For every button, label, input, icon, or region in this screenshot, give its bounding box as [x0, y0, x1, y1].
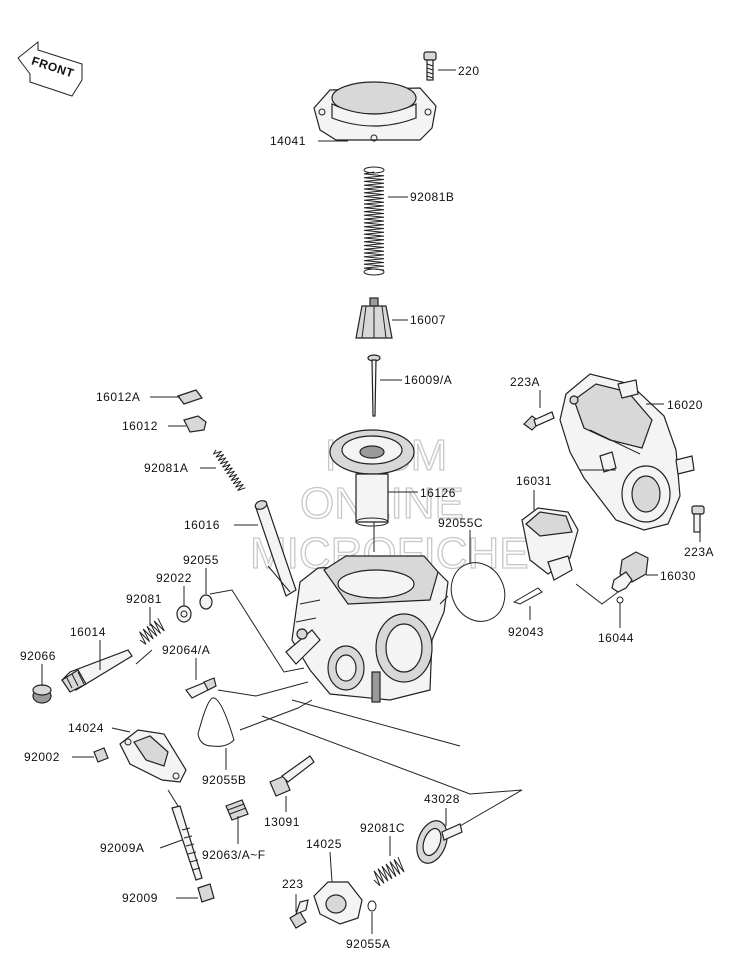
- front-arrow-label: FRONT: [30, 54, 76, 81]
- callout-92081A: 92081A: [144, 461, 188, 475]
- part-92002-screw: [93, 747, 109, 763]
- callout-92081B: 92081B: [410, 190, 454, 204]
- part-43028-diaphragm: [416, 820, 463, 864]
- part-92081C-spring: [373, 856, 405, 887]
- part-16012A-pin: [177, 389, 203, 405]
- callout-43028: 43028: [424, 792, 460, 806]
- part-92055A-oring: [367, 900, 377, 912]
- part-92055B-gasket: [197, 697, 235, 747]
- part-223A-screw-right: [691, 505, 705, 533]
- callout-labels: 220 14041 92081B 16007 16009/A 223A 1602…: [20, 64, 714, 951]
- callout-223: 223: [282, 877, 304, 891]
- callout-92063AF: 92063/A~F: [202, 848, 266, 862]
- part-92009A-needle: [171, 805, 203, 881]
- part-92066-cap: [32, 684, 52, 704]
- callout-16014: 16014: [70, 625, 106, 639]
- callout-16031: 16031: [516, 474, 552, 488]
- callout-223A-top: 223A: [510, 375, 540, 389]
- part-92081B-spring: [363, 166, 385, 276]
- callout-16007: 16007: [410, 313, 446, 327]
- part-16044-clip: [611, 571, 633, 604]
- front-arrow-icon: FRONT: [17, 40, 83, 97]
- callout-92066: 92066: [20, 649, 56, 663]
- callout-92081C: 92081C: [360, 821, 405, 835]
- callout-16126: 16126: [420, 486, 456, 500]
- callout-220: 220: [458, 64, 480, 78]
- leader-lines: [41, 69, 701, 934]
- part-92063AF-jet: [225, 799, 249, 821]
- callout-16012: 16012: [122, 419, 158, 433]
- callout-16016: 16016: [184, 518, 220, 532]
- callout-16009A: 16009/A: [404, 373, 452, 387]
- part-92009-screw: [197, 883, 215, 903]
- part-92081A-spring: [212, 449, 246, 491]
- callout-92043: 92043: [508, 625, 544, 639]
- part-14024-float-bowl-plate: [119, 729, 187, 783]
- part-92081-spring: [139, 618, 165, 645]
- callout-92081: 92081: [126, 592, 162, 606]
- callout-16044: 16044: [598, 631, 634, 645]
- part-92055C-oring: [450, 562, 506, 622]
- part-16009A-needle: [367, 354, 381, 417]
- part-223A-screw-top: [523, 411, 555, 431]
- part-220-screw: [423, 51, 437, 81]
- part-92055-oring: [199, 594, 213, 610]
- callout-14025: 14025: [306, 837, 342, 851]
- part-92022-washer: [176, 605, 192, 623]
- callout-92022: 92022: [156, 571, 192, 585]
- callout-92055C: 92055C: [438, 516, 483, 530]
- part-13091-screw: [269, 755, 315, 797]
- part-14041-top-cover: [313, 81, 437, 142]
- part-92064A-jet: [185, 677, 217, 699]
- callout-92064A: 92064/A: [162, 643, 210, 657]
- callout-92009: 92009: [122, 891, 158, 905]
- callout-16012A: 16012A: [96, 390, 140, 404]
- callout-92009A: 92009A: [100, 841, 144, 855]
- callout-223A-right: 223A: [684, 545, 714, 559]
- callout-92055B: 92055B: [202, 773, 246, 787]
- part-16012-clip: [183, 415, 207, 433]
- part-16126-piston: [329, 429, 415, 527]
- callout-16020: 16020: [667, 398, 703, 412]
- callout-16030: 16030: [660, 569, 696, 583]
- callout-92002: 92002: [24, 750, 60, 764]
- callout-92055A: 92055A: [346, 937, 390, 951]
- part-92043-clip: [512, 587, 543, 605]
- part-16007-holder: [355, 297, 393, 339]
- part-223-screw: [289, 899, 309, 929]
- callout-14041: 14041: [270, 134, 306, 148]
- callout-13091: 13091: [264, 815, 300, 829]
- part-16016-float: [254, 500, 297, 597]
- callout-14024: 14024: [68, 721, 104, 735]
- callout-92055: 92055: [183, 553, 219, 567]
- part-16014-pilot-screw: [61, 649, 133, 693]
- part-carburetor-body: [285, 555, 449, 703]
- part-16020-housing: [559, 373, 695, 531]
- part-14025-cover: [313, 881, 363, 925]
- part-16031-cover: [521, 507, 579, 581]
